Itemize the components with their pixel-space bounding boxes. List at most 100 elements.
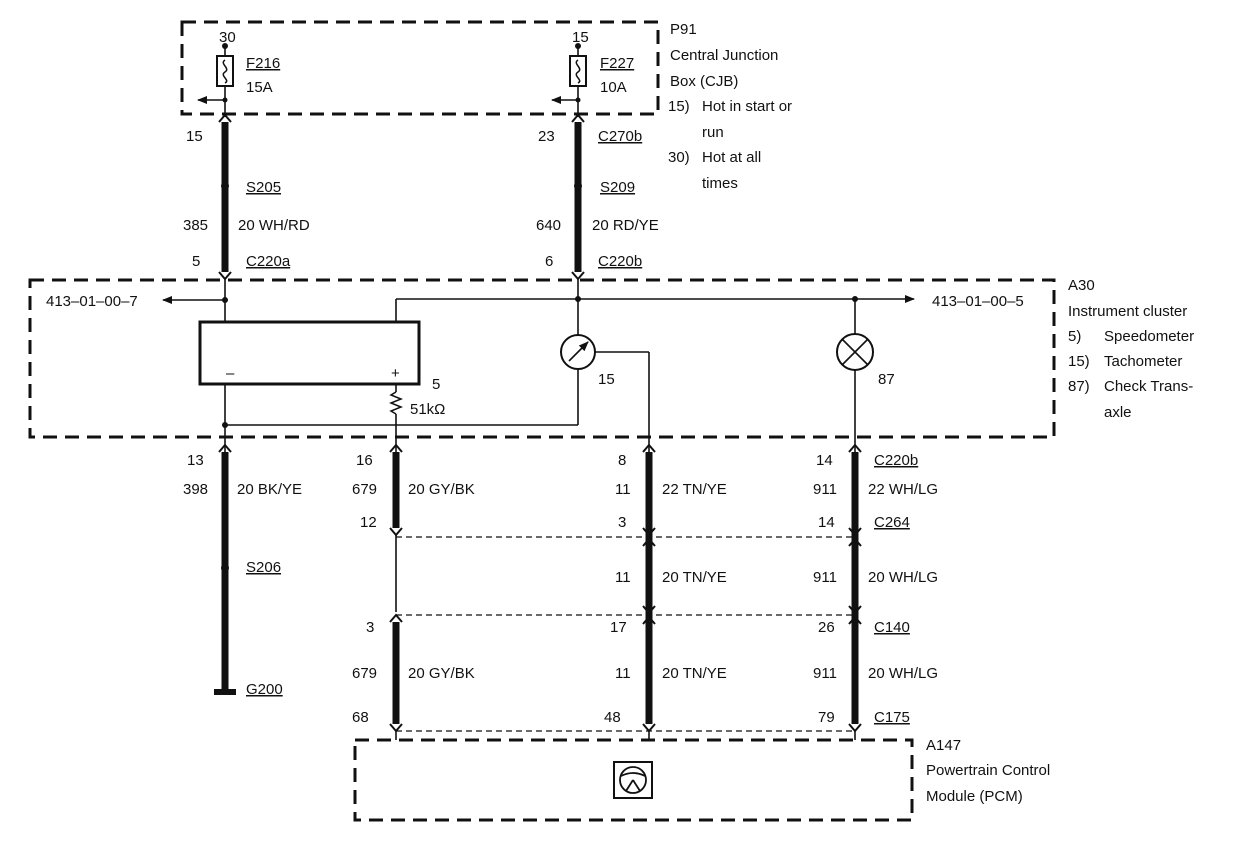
cluster-item3-name2: axle — [1104, 404, 1132, 421]
wire-398-pin: 13 — [187, 452, 204, 469]
cjb-label: P91 Central Junction Box (CJB) 15) Hot i… — [668, 21, 792, 192]
wire-679-pin-c140: 3 — [366, 619, 374, 636]
cjb-pin-30: 30 — [219, 29, 236, 46]
fuse-f216-id: F216 — [246, 55, 280, 72]
cluster-id: A30 — [1068, 277, 1095, 294]
connector-c220a: C220a — [246, 253, 291, 270]
wire-385-pin-top: 15 — [186, 128, 203, 145]
wire-640-circuit: 640 — [536, 217, 561, 234]
cluster-item1-name: Speedometer — [1104, 328, 1194, 345]
cjb-boundary — [180, 20, 660, 116]
cluster-item1-num: 5) — [1068, 328, 1081, 345]
wire-11-color-1: 22 TN/YE — [662, 481, 727, 498]
wire-911-color-2: 20 WH/LG — [868, 569, 938, 586]
wire-640-color: 20 RD/YE — [592, 217, 659, 234]
cjb-pin-15: 15 — [572, 29, 589, 46]
pcm-name-line2: Module (PCM) — [926, 788, 1023, 805]
wire-11-pin-c175: 48 — [604, 709, 621, 726]
ref-413-01-00-7: 413–01–00–7 — [46, 293, 138, 310]
cluster-item3-num: 87) — [1068, 378, 1090, 395]
cjb-id: P91 — [670, 21, 697, 38]
wire-11-pin-c264: 3 — [618, 514, 626, 531]
connector-c264: C264 — [874, 514, 910, 531]
pcm-label: A147 Powertrain Control Module (PCM) — [926, 737, 1050, 805]
wire-11-pin-c140: 17 — [610, 619, 627, 636]
connector-c220b-top: C220b — [598, 253, 642, 270]
connector-bridges — [396, 536, 855, 732]
wire-11-color-3: 20 TN/YE — [662, 665, 727, 682]
wire-911-circuit-1: 911 — [813, 481, 837, 498]
check-transaxle-lamp: 87 — [836, 299, 895, 452]
wire-11-color-2: 20 TN/YE — [662, 569, 727, 586]
wire-679-pin-c175: 68 — [352, 709, 369, 726]
wire-385-color: 20 WH/RD — [238, 217, 310, 234]
cluster-item2-name: Tachometer — [1104, 353, 1182, 370]
wire-911-pin-c264: 14 — [818, 514, 835, 531]
connector-c270b: C270b — [598, 128, 642, 145]
fuse-f216: 30 F216 15A — [197, 29, 280, 117]
connector-c175: C175 — [874, 709, 910, 726]
wire-679: 16 679 20 GY/BK 12 3 679 20 GY/BK 68 — [352, 443, 475, 740]
wire-640-pin-bottom: 6 — [545, 253, 553, 270]
wire-911-circuit-3: 911 — [813, 665, 837, 682]
resistor-51k: 51kΩ — [388, 384, 445, 452]
cluster-item3-name: Check Trans- — [1104, 378, 1193, 395]
speedo-minus: – — [226, 365, 235, 382]
splice-s209: S209 — [600, 179, 635, 196]
wire-911-color-3: 20 WH/LG — [868, 665, 938, 682]
wire-911-pin-c175: 79 — [818, 709, 835, 726]
cluster-item2-num: 15) — [1068, 353, 1090, 370]
wire-11-circuit-3: 11 — [615, 665, 631, 682]
speedo-num: 5 — [432, 376, 440, 393]
connector-c140: C140 — [874, 619, 910, 636]
cjb-note15-num: 15) — [668, 98, 690, 115]
pcm-boundary — [353, 738, 914, 822]
fuse-f227-id: F227 — [600, 55, 634, 72]
cjb-name-line1: Central Junction — [670, 47, 778, 64]
wire-11-circuit-2: 11 — [615, 569, 631, 586]
wire-911-circuit-2: 911 — [813, 569, 837, 586]
ground-g200: G200 — [246, 681, 283, 698]
pcm-id: A147 — [926, 737, 961, 754]
wire-398-circuit: 398 — [183, 481, 208, 498]
tachometer: 15 — [560, 334, 650, 452]
speedo-plus: + — [391, 365, 400, 382]
cluster-label: A30 Instrument cluster 5) Speedometer 15… — [1068, 277, 1194, 421]
wire-679-color-2: 20 GY/BK — [408, 665, 475, 682]
fuse-f216-rating: 15A — [246, 79, 273, 96]
wire-640-pin-top: 23 — [538, 128, 555, 145]
splice-s206: S206 — [246, 559, 281, 576]
cluster-name: Instrument cluster — [1068, 303, 1187, 320]
resistor-label: 51kΩ — [410, 401, 445, 418]
pcm-symbol — [613, 761, 653, 799]
wire-385: 15 S205 385 20 WH/RD 5 C220a — [183, 113, 310, 281]
cluster-boundary — [28, 278, 1056, 439]
cjb-note30-line1: Hot at all — [702, 149, 761, 166]
wire-398-color: 20 BK/YE — [237, 481, 302, 498]
wire-679-pin-c220b: 16 — [356, 452, 373, 469]
wire-398: 13 398 20 BK/YE S206 G200 — [183, 443, 302, 698]
fuse-f227: 15 F227 10A — [551, 29, 634, 117]
pcm-name-line1: Powertrain Control — [926, 762, 1050, 779]
wire-679-circuit-2: 679 — [352, 665, 377, 682]
wire-385-pin-bottom: 5 — [192, 253, 200, 270]
wire-11-circuit-1: 11 — [615, 481, 631, 498]
cjb-note15-line2: run — [702, 124, 724, 141]
wire-679-color-1: 20 GY/BK — [408, 481, 475, 498]
lamp-num: 87 — [878, 371, 895, 388]
wire-385-circuit: 385 — [183, 217, 208, 234]
wire-640: 23 C270b S209 640 20 RD/YE 6 C220b — [536, 113, 659, 281]
wire-679-pin-c264: 12 — [360, 514, 377, 531]
cjb-name-line2: Box (CJB) — [670, 73, 738, 90]
cjb-note15-line1: Hot in start or — [702, 98, 792, 115]
wire-911-pin-c220b: 14 — [816, 452, 833, 469]
wire-911-pin-c140: 26 — [818, 619, 835, 636]
connector-c220b-bottom: C220b — [874, 452, 918, 469]
splice-s205: S205 — [246, 179, 281, 196]
wire-911: 14 911 22 WH/LG 14 911 20 WH/LG 26 911 2… — [813, 443, 938, 740]
wire-11-pin-c220b: 8 — [618, 452, 626, 469]
tach-num: 15 — [598, 371, 615, 388]
wire-679-circuit-1: 679 — [352, 481, 377, 498]
cjb-note30-num: 30) — [668, 149, 690, 166]
